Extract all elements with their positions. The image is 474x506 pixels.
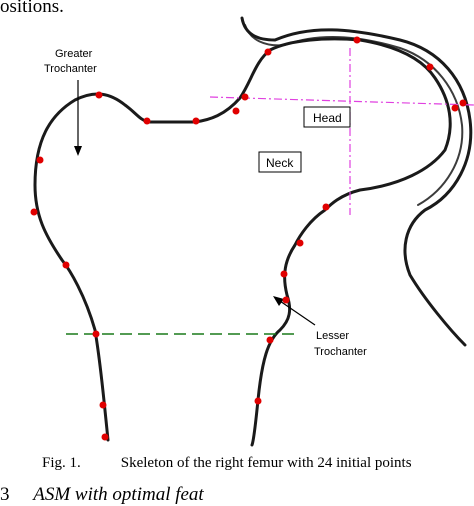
neck-label-box [258,151,302,173]
landmark-point [426,63,434,71]
landmark-point [30,208,38,216]
landmark-points [30,36,467,441]
landmark-point [241,93,249,101]
landmark-point [264,48,272,56]
landmark-point [101,433,109,441]
lesser-trochanter-label-line2: Trochanter [314,346,367,358]
section-number: 3 [0,484,10,505]
neck-label: Neck [266,156,294,170]
landmark-point [254,397,262,405]
landmark-point [322,203,330,211]
landmark-point [99,401,107,409]
landmark-point [296,239,304,247]
landmark-point [192,117,200,125]
landmark-point [266,336,274,344]
greater-trochanter-label-line2: Trochanter [44,63,97,75]
figure-caption-text: Skeleton of the right femur with 24 init… [120,455,412,471]
landmark-point [232,107,240,115]
landmark-point [282,296,290,304]
greater-trochanter-label-line1: Greater [55,48,93,60]
landmark-point [36,156,44,164]
landmark-point [95,91,103,99]
acetabulum-outer [240,16,473,347]
lesser-trochanter-label-line1: Lesser [316,330,349,342]
landmark-point [143,117,151,125]
femur-outline-outer [33,37,452,447]
landmark-point [353,36,361,44]
femur-skeleton-figure: Greater Trochanter Head Neck Lesser Troc… [30,16,474,447]
acetabulum-inner [244,24,464,206]
lesser-trochanter-arrowhead [273,296,284,306]
greater-trochanter-arrowhead [74,146,82,156]
head-horizontal-axis [209,96,474,106]
following-heading-fragment: 3 ASM with optimal feat [0,484,204,506]
section-title-fragment: ASM with optimal feat [33,484,204,505]
landmark-point [280,270,288,278]
landmark-point [451,104,459,112]
landmark-point [62,261,70,269]
figure-caption: Fig. 1. Skeleton of the right femur with … [42,455,412,472]
figure-number: Fig. 1. [42,455,81,471]
landmark-point [92,330,100,338]
head-label: Head [313,111,342,125]
head-label-box [303,106,351,128]
landmark-point [459,99,467,107]
lesser-trochanter-arrow [276,298,316,326]
preceding-text-fragment: ositions. [0,0,64,17]
